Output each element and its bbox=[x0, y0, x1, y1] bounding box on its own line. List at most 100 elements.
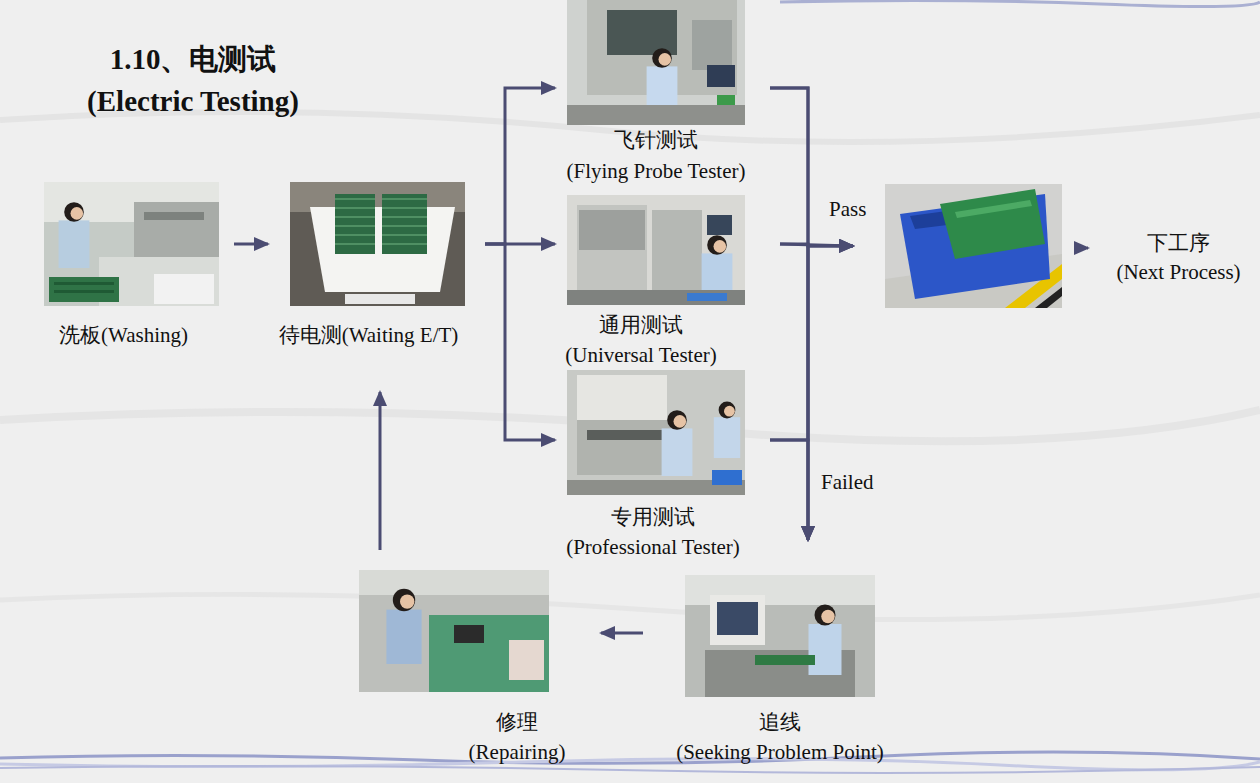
photo bbox=[685, 575, 875, 697]
step-caption: 专用测试 bbox=[484, 505, 822, 529]
photo-shape bbox=[815, 605, 836, 626]
photo-shape bbox=[335, 225, 375, 227]
photo-shape bbox=[335, 207, 375, 209]
photo-shape bbox=[719, 402, 736, 419]
photo-shape bbox=[144, 212, 204, 220]
photo-shape bbox=[710, 595, 765, 645]
step-caption: (Universal Tester) bbox=[472, 343, 810, 367]
photo-shape bbox=[44, 182, 219, 306]
step-caption: (Next Process) bbox=[1021, 260, 1260, 284]
photo-shape bbox=[712, 470, 742, 485]
tester-step: 通用测试(Universal Tester) bbox=[567, 195, 745, 305]
photo-shape bbox=[674, 415, 687, 428]
pass-bin bbox=[885, 184, 1062, 308]
photo-shape bbox=[382, 243, 427, 245]
photo-shape bbox=[567, 0, 745, 125]
flow-arrow bbox=[770, 440, 808, 540]
photo-shape bbox=[335, 198, 375, 200]
edge-label: Pass bbox=[829, 197, 866, 221]
next-step: 下工序(Next Process) bbox=[1100, 228, 1255, 286]
slide-title: 1.10、电测试 (Electric Testing) bbox=[62, 38, 324, 122]
tester-step: 飞针测试(Flying Probe Tester) bbox=[567, 0, 745, 125]
flow-arrow bbox=[770, 246, 853, 440]
step-caption: (Flying Probe Tester) bbox=[487, 159, 825, 183]
photo-shape bbox=[454, 625, 484, 643]
photo-shape bbox=[290, 182, 465, 306]
photo-shape bbox=[714, 240, 727, 253]
photo-shape bbox=[382, 207, 427, 209]
flow-arrow bbox=[485, 244, 555, 440]
flow-arrow bbox=[770, 88, 808, 540]
photo-shape bbox=[567, 370, 745, 495]
texture-stroke bbox=[0, 594, 1260, 619]
photo-shape bbox=[652, 210, 702, 290]
photo-shape bbox=[429, 615, 549, 692]
photo-shape bbox=[707, 65, 735, 87]
decor-wave bbox=[0, 752, 1260, 763]
photo-shape bbox=[809, 624, 842, 675]
photo-shape bbox=[335, 243, 375, 245]
photo-shape bbox=[1035, 287, 1062, 308]
flow-arrow bbox=[780, 244, 808, 540]
photo-shape bbox=[567, 105, 745, 125]
flow-arrow bbox=[485, 88, 555, 244]
photo-shape bbox=[567, 290, 745, 305]
photo-shape bbox=[54, 290, 114, 293]
photo-shape bbox=[717, 602, 758, 635]
photo-shape bbox=[359, 570, 549, 595]
photo-shape bbox=[821, 610, 835, 624]
step-caption: 下工序 bbox=[1021, 231, 1260, 255]
step-caption: (Seeking Problem Point) bbox=[605, 740, 955, 764]
photo-shape bbox=[335, 194, 375, 254]
photo-shape bbox=[64, 202, 84, 222]
photo-shape bbox=[49, 277, 119, 302]
tester-step: 专用测试(Professional Tester) bbox=[567, 370, 745, 495]
photo-shape bbox=[382, 198, 427, 200]
photo-shape bbox=[755, 655, 815, 665]
step-caption: 通用测试 bbox=[472, 313, 810, 337]
photo-step: 修理(Repairing) bbox=[359, 570, 549, 692]
photo-shape bbox=[587, 430, 667, 440]
photo bbox=[290, 182, 465, 306]
edge-label: Failed bbox=[821, 470, 874, 494]
photo-shape bbox=[577, 375, 667, 420]
photo-shape bbox=[607, 10, 677, 55]
photo-step: 待电测(Waiting E/T) bbox=[290, 182, 465, 306]
photo bbox=[885, 184, 1062, 308]
photo bbox=[359, 570, 549, 692]
photo-shape bbox=[724, 406, 735, 417]
photo-shape bbox=[54, 282, 114, 285]
photo-shape bbox=[955, 200, 1032, 218]
photo-shape bbox=[382, 216, 427, 218]
photo-shape bbox=[345, 294, 415, 304]
photo-shape bbox=[59, 220, 90, 268]
photo-shape bbox=[382, 234, 427, 236]
step-caption: (Professional Tester) bbox=[484, 535, 822, 559]
photo-shape bbox=[717, 95, 735, 105]
photo-shape bbox=[577, 205, 647, 295]
step-caption: 洗板(Washing) bbox=[0, 323, 291, 347]
flow-arrow bbox=[1087, 247, 1088, 250]
photo-shape bbox=[685, 575, 875, 697]
decor-wave bbox=[0, 766, 1260, 773]
photo-shape bbox=[940, 189, 1045, 259]
photo bbox=[567, 195, 745, 305]
photo-shape bbox=[707, 215, 732, 235]
photo-shape bbox=[335, 234, 375, 236]
photo-step: 追线(Seeking Problem Point) bbox=[685, 575, 875, 697]
flow-arrow bbox=[770, 88, 853, 246]
photo-shape bbox=[154, 274, 214, 304]
photo bbox=[567, 370, 745, 495]
photo-shape bbox=[667, 410, 687, 430]
photo bbox=[567, 0, 745, 125]
photo-shape bbox=[652, 48, 672, 68]
step-caption: 追线 bbox=[605, 710, 955, 734]
photo-shape bbox=[400, 594, 414, 608]
photo-shape bbox=[567, 195, 745, 305]
photo-shape bbox=[386, 610, 421, 664]
decor-wave bbox=[780, 0, 1260, 6]
flow-arrow bbox=[379, 392, 382, 550]
